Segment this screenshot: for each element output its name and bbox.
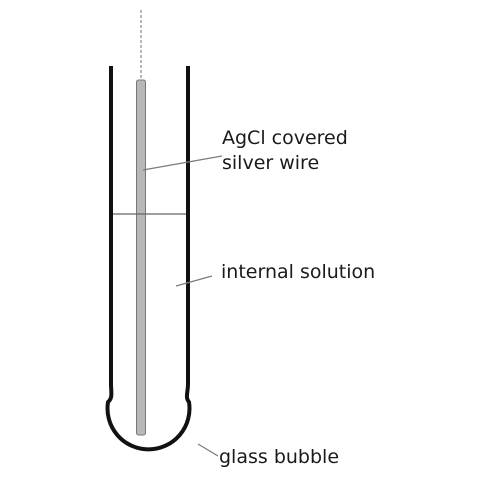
- wire-leader-line: [142, 155, 223, 171]
- silver-wire: [136, 79, 146, 436]
- glass-tube-outline: [105, 66, 192, 452]
- solution-label: internal solution: [221, 261, 375, 283]
- wire-label-line2: silver wire: [222, 152, 319, 174]
- wire-label-line1: AgCl covered: [222, 127, 348, 149]
- bubble-label: glass bubble: [219, 446, 339, 468]
- bubble-leader-line: [197, 443, 219, 457]
- solution-leader-line: [175, 275, 213, 287]
